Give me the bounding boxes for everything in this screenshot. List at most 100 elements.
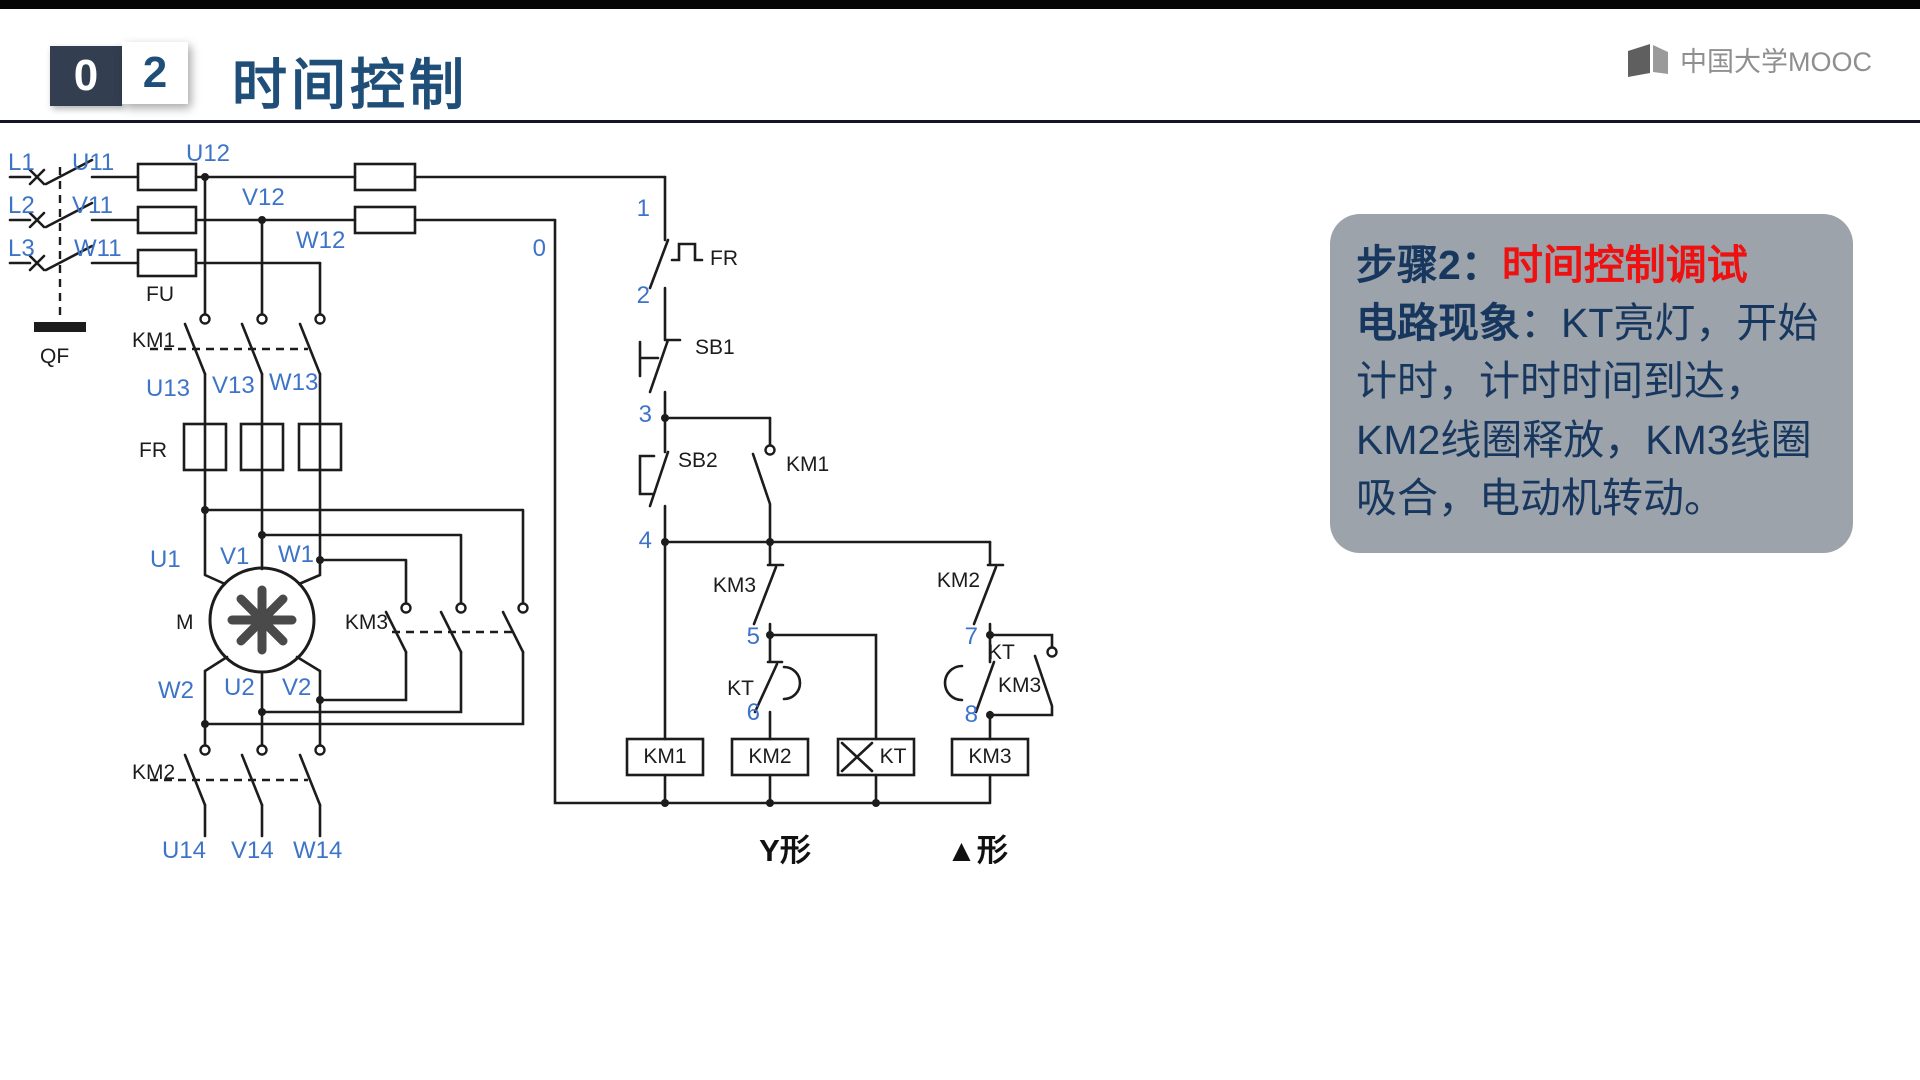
- kt-no-contact: [943, 633, 996, 741]
- label-v14: V14: [231, 837, 274, 864]
- label-qf: QF: [40, 345, 69, 368]
- km1-terminal-3: [314, 313, 326, 325]
- label-u12: U12: [186, 140, 230, 167]
- km3-terminal-3: [517, 602, 529, 614]
- label-w14: W14: [293, 837, 342, 864]
- note-phenomenon-label: 电路现象: [1356, 300, 1520, 347]
- label-wire-2: 2: [637, 282, 650, 309]
- km1-terminal-2: [256, 313, 268, 325]
- label-wire-0: 0: [533, 235, 546, 262]
- phase-drops: [203, 175, 322, 316]
- fuse-l2: [136, 205, 198, 235]
- label-km2-main: KM2: [132, 761, 175, 784]
- label-km1-aux: KM1: [786, 453, 829, 476]
- control-circuit: [553, 175, 1058, 805]
- qf-handle: [34, 322, 86, 332]
- note-step-highlight: 时间控制调试: [1501, 242, 1748, 288]
- km3-blades: [384, 610, 525, 654]
- km1-blades: [183, 322, 322, 376]
- kt-coil-x-mark: [840, 741, 874, 773]
- label-sb1: SB1: [695, 336, 735, 359]
- label-wire-1: 1: [637, 195, 650, 222]
- label-w13: W13: [269, 369, 318, 396]
- motor-fan: [227, 585, 297, 655]
- sb2-contact: [638, 450, 670, 508]
- km3-nc-contact: [752, 540, 785, 637]
- label-km1-main: KM1: [132, 329, 175, 352]
- label-l2: L2: [8, 192, 35, 219]
- label-fr-control: FR: [710, 247, 738, 270]
- label-star: Y形: [759, 833, 811, 868]
- km2-bottom-wires: [203, 803, 322, 838]
- km1-coil: [625, 737, 705, 777]
- label-kt-no: KT: [988, 641, 1015, 664]
- km1-aux-terminal: [764, 444, 776, 456]
- chapter-number-second: 2: [142, 48, 168, 97]
- label-km3-aux: KM3: [998, 674, 1041, 697]
- note-phenomenon-text: ：KT亮灯，开始计时，计时时间到达，KM2线圈释放，KM3线圈吸合，电动机转动。: [1356, 300, 1819, 521]
- circuit-labels: L1 L2 L3 U11 V11 W11 U12 V12 W12 FU QF K…: [8, 140, 1041, 868]
- label-km3-main: KM3: [345, 611, 388, 634]
- step-note: 步骤2：时间控制调试 电路现象：KT亮灯，开始计时，计时时间到达，KM2线圈释放…: [1330, 214, 1853, 554]
- label-wire-8: 8: [965, 701, 978, 728]
- label-coil-km3: KM3: [968, 745, 1011, 768]
- note-line-phenomenon: 电路现象：KT亮灯，开始计时，计时时间到达，KM2线圈释放，KM3线圈吸合，电动…: [1356, 294, 1827, 527]
- label-w12: W12: [296, 227, 345, 254]
- km2-coil: [730, 737, 810, 777]
- kt-coil: [836, 737, 916, 777]
- km2-terminal-3: [314, 744, 326, 756]
- chapter-number-secondary: 2: [122, 42, 188, 104]
- label-v12: V12: [242, 184, 285, 211]
- label-km2-nc: KM2: [937, 569, 980, 592]
- km1-aux-contact: [751, 416, 772, 544]
- km3-aux-terminal: [1046, 646, 1058, 658]
- km1-terminal-1: [199, 313, 211, 325]
- label-v1: V1: [220, 543, 249, 570]
- mooc-brand: 中国大学MOOC: [1625, 40, 1872, 79]
- label-wire-6: 6: [747, 699, 760, 726]
- main-circuit: [150, 175, 529, 838]
- label-w1: W1: [278, 541, 314, 568]
- label-v2: V2: [282, 674, 311, 701]
- power-supply-section: [8, 158, 667, 332]
- label-u1: U1: [150, 546, 181, 573]
- label-w2: W2: [158, 677, 194, 704]
- label-wire-7: 7: [965, 623, 978, 650]
- km3-terminal-2: [455, 602, 467, 614]
- km2-terminal-1: [199, 744, 211, 756]
- fr-heater-2: [239, 422, 285, 472]
- label-km3-nc: KM3: [713, 574, 756, 597]
- label-wire-5: 5: [747, 623, 760, 650]
- label-l3: L3: [8, 235, 35, 262]
- motor-bottom-wires: [203, 655, 322, 747]
- chapter-number-primary: 0: [50, 46, 122, 106]
- label-wire-4: 4: [639, 527, 652, 554]
- label-coil-km2: KM2: [748, 745, 791, 768]
- note-step-label: 步骤2：: [1356, 242, 1502, 288]
- label-v13: V13: [212, 372, 255, 399]
- mooc-brand-text: 中国大学MOOC: [1680, 47, 1872, 77]
- label-delta: ▲形: [946, 833, 1008, 868]
- kt-nc-contact: [753, 633, 802, 741]
- junction-dots: [201, 173, 994, 807]
- breaker-x-marks: [28, 168, 46, 272]
- fr-contact: [648, 238, 704, 290]
- label-v11: V11: [72, 192, 113, 219]
- fuse-l1: [136, 162, 198, 192]
- top-black-bar: [0, 0, 1920, 9]
- chapter-number-first: 0: [73, 51, 99, 100]
- label-sb2: SB2: [678, 449, 718, 472]
- km3-coil: [950, 737, 1030, 777]
- km2-nc-contact: [972, 540, 1005, 637]
- phase-mid-wires: [203, 372, 322, 586]
- note-line-step: 步骤2：时间控制调试: [1356, 236, 1827, 294]
- fr-heater-1: [182, 422, 228, 472]
- label-coil-km1: KM1: [643, 745, 686, 768]
- label-fr-main: FR: [139, 439, 167, 462]
- label-coil-kt: KT: [880, 745, 907, 768]
- label-fu: FU: [146, 283, 174, 306]
- label-l1: L1: [8, 149, 35, 176]
- label-u11: U11: [72, 149, 114, 176]
- label-kt-nc: KT: [727, 677, 754, 700]
